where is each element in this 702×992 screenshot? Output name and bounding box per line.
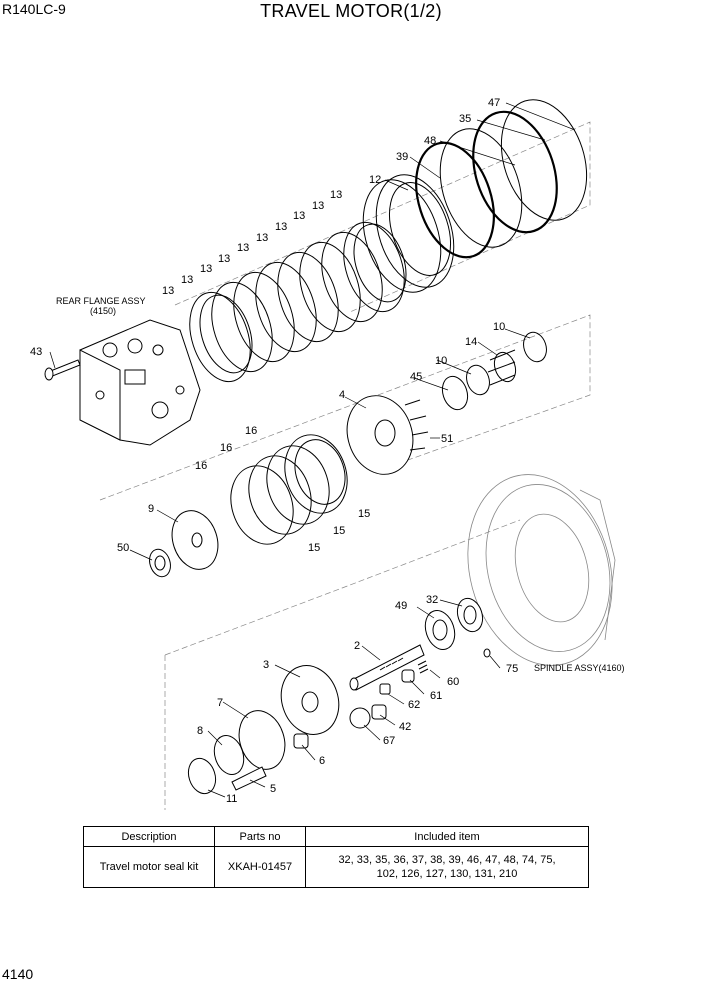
shims-45-10-14	[441, 331, 547, 411]
callout-35: 35	[459, 113, 471, 125]
callout-9: 9	[148, 503, 154, 515]
callout-50: 50	[117, 542, 129, 554]
callout-3: 3	[263, 659, 269, 671]
shaft-2	[349, 644, 425, 691]
callout-48: 48	[424, 135, 436, 147]
callout-61: 61	[430, 690, 442, 702]
callout-45: 45	[410, 371, 422, 383]
callout-10-a: 10	[493, 321, 505, 333]
rear-flange-label: REAR FLANGE ASSY	[56, 296, 146, 306]
callout-67: 67	[383, 735, 395, 747]
callout-16-c: 16	[195, 460, 207, 472]
header-description: Description	[83, 826, 215, 847]
leader-lines	[49, 102, 576, 798]
header-included-item: Included item	[305, 826, 589, 847]
callout-2: 2	[354, 640, 360, 652]
lower-group	[187, 648, 491, 795]
callout-13-3: 13	[293, 210, 305, 222]
callout-13-5: 13	[256, 232, 268, 244]
callout-11: 11	[226, 793, 237, 805]
callout-12: 12	[369, 174, 381, 186]
bolt-43	[44, 359, 81, 381]
callout-49: 49	[395, 600, 407, 612]
callout-5: 5	[270, 783, 276, 795]
spindle-assy	[467, 474, 616, 666]
bearings-49-32	[424, 597, 484, 651]
rear-flange-block	[79, 319, 201, 446]
callout-6: 6	[319, 755, 325, 767]
cylinder-block-4	[346, 395, 429, 475]
callout-13-7: 13	[218, 253, 230, 265]
callout-47: 47	[488, 97, 500, 109]
callout-4: 4	[339, 389, 345, 401]
callout-15-b: 15	[333, 525, 345, 537]
table-row: Travel motor seal kit XKAH-01457 32, 33,…	[83, 846, 589, 888]
rings-13-stack	[189, 221, 407, 383]
callout-75: 75	[506, 663, 518, 675]
callout-62: 62	[408, 699, 420, 711]
callout-13-2: 13	[312, 200, 324, 212]
included-line-1: 32, 33, 35, 36, 37, 38, 39, 46, 47, 48, …	[338, 854, 556, 866]
callout-13-4: 13	[275, 221, 287, 233]
callout-16-b: 16	[220, 442, 232, 454]
page-title: TRAVEL MOTOR(1/2)	[260, 1, 442, 21]
callout-39: 39	[396, 151, 408, 163]
table-header-row: Description Parts no Included item	[83, 826, 589, 847]
o-rings	[415, 99, 588, 259]
cell-included-item: 32, 33, 35, 36, 37, 38, 39, 46, 47, 48, …	[305, 846, 589, 888]
callout-13-9: 13	[181, 274, 193, 286]
model-code: R140LC-9	[2, 1, 66, 17]
callout-15-c: 15	[308, 542, 320, 554]
callout-13-8: 13	[200, 263, 212, 275]
rear-flange-number: (4150)	[90, 306, 116, 316]
callout-13-1: 13	[330, 189, 342, 201]
piston-12	[362, 174, 455, 293]
plate-9-bearing-50	[149, 510, 219, 578]
cell-description: Travel motor seal kit	[83, 846, 215, 888]
cell-parts-no: XKAH-01457	[214, 846, 306, 888]
callout-14: 14	[465, 336, 477, 348]
callout-51: 51	[441, 433, 453, 445]
callout-42: 42	[399, 721, 411, 733]
included-line-2: 102, 126, 127, 130, 131, 210	[376, 868, 518, 880]
spindle-assy-label: SPINDLE ASSY(4160)	[534, 663, 625, 673]
callout-13-6: 13	[237, 242, 249, 254]
header-parts-no: Parts no	[214, 826, 306, 847]
callout-16-a: 16	[245, 425, 257, 437]
seal-kit-table: Description Parts no Included item Trave…	[83, 826, 589, 888]
callout-7: 7	[217, 697, 223, 709]
page-number: 4140	[2, 966, 34, 982]
callout-32: 32	[426, 594, 438, 606]
callout-10-b: 10	[435, 355, 447, 367]
callout-13-10: 13	[162, 285, 174, 297]
callout-43: 43	[30, 346, 42, 358]
callout-60: 60	[447, 676, 459, 688]
callout-15-a: 15	[358, 508, 370, 520]
friction-plates	[230, 434, 348, 545]
callout-8: 8	[197, 725, 203, 737]
group-outlines	[99, 121, 591, 810]
callout-labels: 47 35 48 39 12 13 13 13 13 13 13 13 13 1…	[30, 97, 625, 805]
